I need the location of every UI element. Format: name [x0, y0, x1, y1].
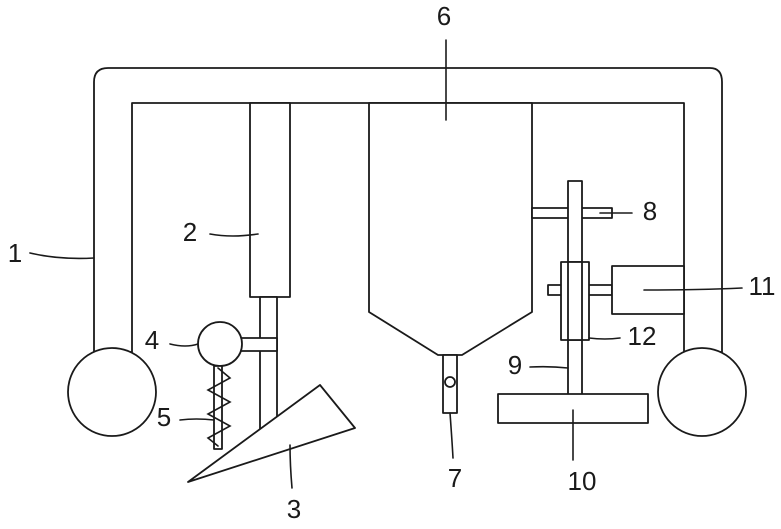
- leader-7: [450, 413, 453, 458]
- cylinder-assembly: [250, 103, 290, 432]
- label-12: 12: [628, 321, 657, 351]
- leader-1: [30, 253, 94, 258]
- label-1: 1: [8, 238, 22, 268]
- clamp-plate-inner: [568, 262, 582, 340]
- leader-4: [170, 344, 198, 346]
- left-wheel: [68, 348, 156, 436]
- leader-3: [290, 445, 292, 488]
- leader-12: [589, 338, 620, 339]
- nozzle-hole: [445, 377, 455, 387]
- leader-9: [530, 367, 568, 368]
- cylinder-body: [250, 103, 290, 297]
- hopper: [369, 103, 532, 355]
- spring-assembly: [208, 366, 230, 449]
- label-4: 4: [145, 325, 159, 355]
- label-8: 8: [643, 196, 657, 226]
- joint-bracket: [240, 338, 277, 351]
- label-11: 11: [749, 271, 776, 301]
- label-6: 6: [437, 1, 451, 31]
- label-10: 10: [568, 466, 597, 496]
- piston-rod: [260, 297, 277, 432]
- leader-2: [210, 234, 258, 236]
- ball-joint: [198, 322, 242, 366]
- label-2: 2: [183, 217, 197, 247]
- label-5: 5: [157, 402, 171, 432]
- label-7: 7: [448, 463, 462, 493]
- label-9: 9: [508, 350, 522, 380]
- label-3: 3: [287, 494, 301, 524]
- right-wheel: [658, 348, 746, 436]
- nozzle-assembly: [443, 355, 457, 413]
- leader-5: [180, 419, 214, 420]
